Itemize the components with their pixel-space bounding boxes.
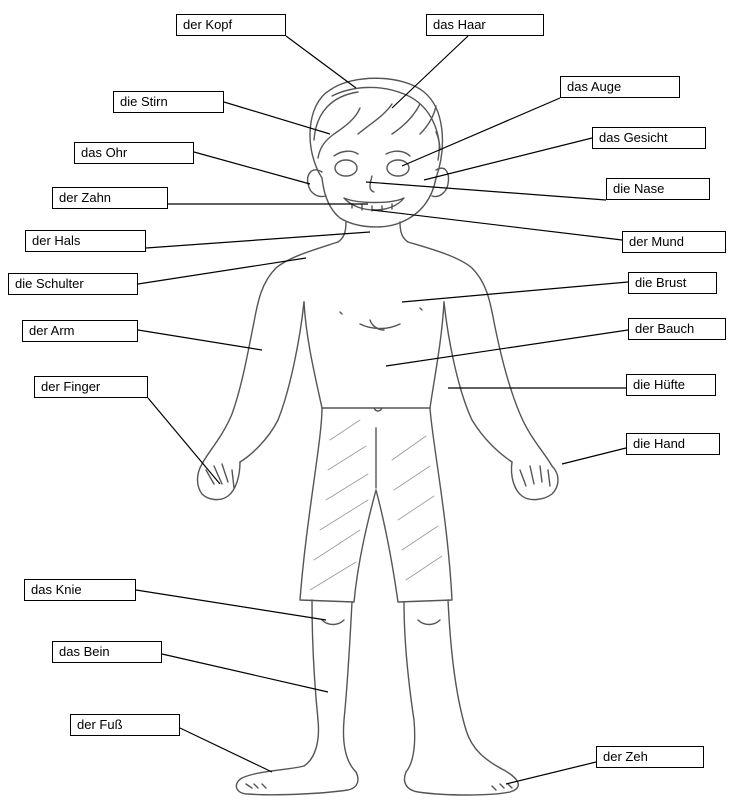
leader-stirn [224,102,330,134]
label-mund: der Mund [622,231,726,253]
left-hand [198,462,241,500]
label-zahn: der Zahn [52,187,168,209]
label-zeh: der Zeh [596,746,704,768]
right-foot [405,768,519,795]
right-leg [404,600,500,772]
leader-hals [146,232,370,248]
label-finger: der Finger [34,376,148,398]
label-ohr: das Ohr [74,142,194,164]
leader-knie [136,590,326,620]
label-knie: das Knie [24,579,136,601]
leader-ohr [194,152,310,184]
leader-hand [562,448,626,464]
label-hals: der Hals [25,230,146,252]
torso-left [202,242,338,464]
leader-fuss [180,728,272,772]
label-hand: die Hand [626,433,720,455]
right-eye [387,160,409,176]
label-nase: die Nase [606,178,710,200]
hair [314,87,440,160]
label-schulter: die Schulter [8,273,138,295]
leader-nase [366,182,606,200]
right-hand [511,462,558,500]
head-outline [310,78,442,227]
left-leg [304,600,356,772]
label-bauch: der Bauch [628,318,726,340]
neck [338,222,408,242]
leader-kopf [286,36,356,88]
label-auge: das Auge [560,76,680,98]
leader-schulter [138,258,306,284]
leader-mund [372,210,622,240]
leader-bauch [386,330,628,366]
leader-gesicht [424,138,592,180]
label-kopf: der Kopf [176,14,286,36]
leader-arm [138,330,262,350]
leader-bein [162,654,328,692]
left-eye [335,160,357,176]
label-bein: das Bein [52,641,162,663]
label-huefte: die Hüfte [626,374,716,396]
leader-finger [148,398,220,484]
label-haar: das Haar [426,14,544,36]
label-stirn: die Stirn [113,91,224,113]
nose [370,176,374,192]
leader-auge [402,98,560,166]
label-fuss: der Fuß [70,714,180,736]
label-arm: der Arm [22,320,138,342]
label-brust: die Brust [628,272,717,294]
right-inner-arm [444,302,512,462]
leader-brust [402,282,628,302]
left-foot [236,766,358,795]
leader-zeh [506,762,596,784]
left-inner-arm [240,302,304,462]
waist [304,302,444,408]
label-gesicht: das Gesicht [592,127,706,149]
